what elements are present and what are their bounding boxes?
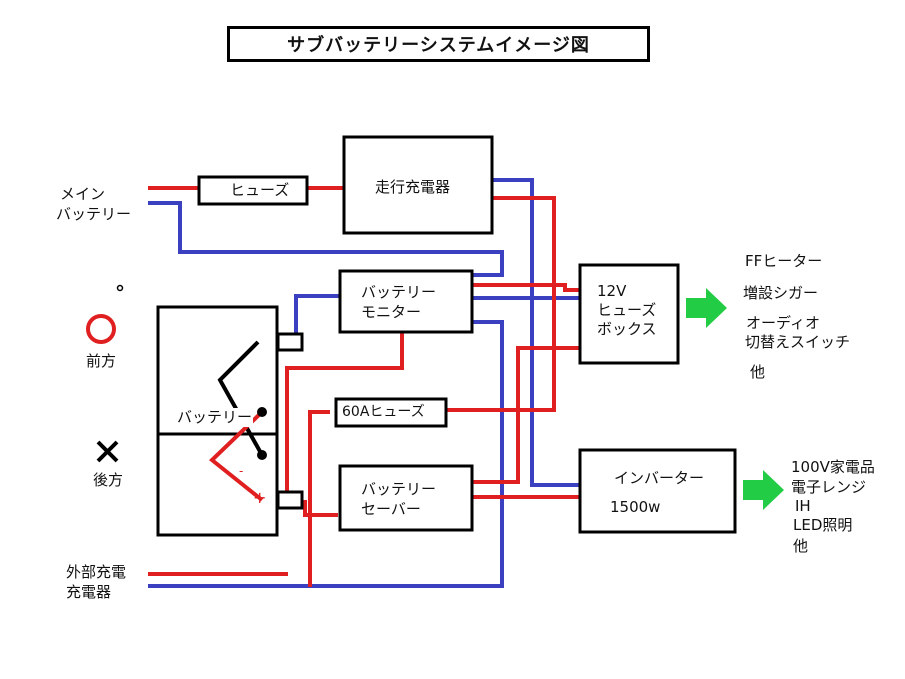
battery-positive-terminal (276, 490, 304, 510)
monitor-to-battery-positive-wire (285, 333, 404, 493)
fuse-box-label-1: 12V (597, 282, 627, 300)
alternator-charger-label: 走行充電器 (375, 178, 451, 196)
charger-to-inverter-negative-wire (492, 178, 580, 487)
fuse-60a-label: 60Aヒューズ (342, 404, 425, 420)
negative-wires (148, 178, 580, 588)
battery-node-bottom (257, 450, 267, 460)
battery-internal-positive-link (208, 410, 264, 502)
alternator-charger-box (342, 135, 494, 235)
battery-negative-terminal (276, 332, 304, 352)
battery-internal-negative-link (217, 340, 264, 456)
external-charger-negative-wire (148, 320, 504, 588)
title-box: サブバッテリーシステムイメージ図 (227, 26, 650, 62)
fuse-distribution-box (578, 263, 680, 365)
battery-label: バッテリー (176, 408, 254, 427)
fuse-label: ヒューズ (230, 181, 290, 199)
dot-marker (116, 284, 124, 292)
fuse60-to-battery-wire (308, 410, 330, 587)
fuse-box-label-2: ヒューズ (597, 301, 657, 319)
dc-load-switch: 切替えスイッチ (745, 333, 851, 351)
battery-saver-box (338, 464, 474, 532)
battery-to-monitor-negative-wire (294, 294, 340, 340)
battery-monitor-box (338, 269, 474, 334)
arrow-right-icon (743, 470, 784, 510)
battery-monitor-label-2: モニター (361, 303, 422, 321)
battery-monitor-label-1: バッテリー (361, 283, 437, 301)
main-battery-negative-wire (148, 201, 504, 277)
ac-load-microwave: 電子レンジ (791, 478, 867, 496)
fuse-box-label-3: ボックス (597, 320, 657, 338)
dc-load-audio: オーディオ (746, 314, 820, 332)
ac-load-ih: IH (795, 497, 811, 515)
inverter-box (578, 448, 737, 534)
circle-icon (86, 314, 116, 344)
fuse-box-main (197, 175, 309, 206)
minus-label: - (239, 464, 244, 478)
main-battery-label-1: メイン (60, 185, 106, 203)
charger-output-wire (446, 196, 556, 412)
external-charger-label-1: 外部充電 (66, 563, 127, 581)
rear-label: 後方 (93, 471, 124, 489)
inverter-capacity-label: 1500w (610, 498, 661, 516)
dc-load-ff-heater: FFヒーター (745, 252, 823, 270)
inverter-label: インバーター (614, 469, 705, 487)
battery-saver-label-1: バッテリー (361, 480, 437, 498)
external-charger-label-2: 充電器 (66, 583, 112, 601)
monitor-to-fusebox-positive-wire (472, 283, 580, 292)
arrow-right-icon (686, 288, 727, 328)
plus-label: + (253, 488, 267, 507)
cross-icon (96, 440, 119, 463)
saver-to-fusebox-wire (472, 346, 580, 484)
dc-load-cigar-socket: 増設シガー (743, 284, 819, 302)
battery-to-saver-wire (302, 500, 338, 517)
fuse-60a-box (334, 397, 448, 428)
battery-node-top (257, 407, 267, 417)
front-label: 前方 (86, 352, 117, 370)
dc-load-other: 他 (750, 363, 766, 381)
page-title: サブバッテリーシステムイメージ図 (287, 35, 590, 56)
main-battery-label-2: バッテリー (56, 205, 132, 223)
battery-saver-label-2: セーバー (361, 500, 421, 518)
ac-load-appliances: 100V家電品 (791, 458, 875, 476)
ac-load-other: 他 (793, 537, 809, 555)
ac-load-led: LED照明 (793, 516, 853, 534)
